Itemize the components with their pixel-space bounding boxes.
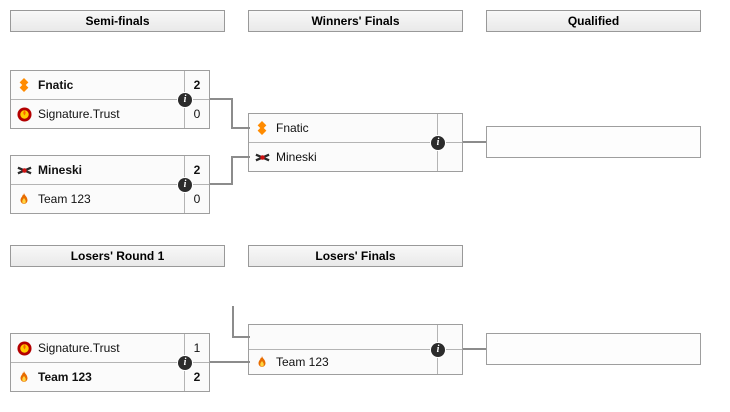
signature-trust-logo-icon [11,106,37,122]
team-name: Fnatic [276,121,309,135]
connector-line [231,127,250,129]
team-name: Mineski [38,163,83,177]
connector-line [210,361,250,363]
team-name: Team 123 [38,370,92,384]
team-score [437,114,462,142]
qualified-slot-losers [486,333,701,365]
header-losers-finals: Losers' Finals [248,245,463,267]
team-score: 2 [184,156,209,184]
connector-line [232,306,234,338]
team-row-team-123[interactable]: Team 123 [249,350,462,374]
match-info-icon[interactable]: i [178,177,192,192]
connector-line [463,348,486,350]
match-winners-finals: Fnatic Mineski i [248,113,463,172]
connector-line [210,98,233,100]
team-score [437,143,462,171]
match-losers-finals: Team 123 i [248,324,463,375]
team-row-team-123[interactable]: Team 123 0 [11,185,209,213]
connector-line [232,336,250,338]
team-score: 0 [184,100,209,128]
connector-line [231,156,233,185]
signature-trust-logo-icon [11,340,37,356]
team-name: Team 123 [276,355,329,369]
header-losers-round-1: Losers' Round 1 [10,245,225,267]
match-semifinal-1: Fnatic 2 Signature.Trust 0 i [10,70,210,129]
mineski-logo-icon [249,150,275,165]
team-score: 2 [184,71,209,99]
team-123-logo-icon [11,370,37,385]
team-name: Mineski [276,150,317,164]
qualified-slot-winners [486,126,701,158]
team-name: Team 123 [38,192,91,206]
team-row-mineski[interactable]: Mineski [249,143,462,171]
team-row-mineski[interactable]: Mineski 2 [11,156,209,185]
connector-line [231,98,233,129]
team-row-fnatic[interactable]: Fnatic 2 [11,71,209,100]
fnatic-logo-icon [11,78,37,92]
team-score: 2 [184,363,209,391]
team-123-logo-icon [249,355,275,370]
team-123-logo-icon [11,192,37,207]
team-row-signature-trust[interactable]: Signature.Trust 0 [11,100,209,128]
team-name: Signature.Trust [38,107,120,121]
connector-line [231,156,250,158]
connector-line [463,141,486,143]
match-info-icon[interactable]: i [178,355,192,370]
match-semifinal-2: Mineski 2 Team 123 0 i [10,155,210,214]
header-winners-finals: Winners' Finals [248,10,463,32]
match-info-icon[interactable]: i [178,92,192,107]
team-row-signature-trust[interactable]: Signature.Trust 1 [11,334,209,363]
match-info-icon[interactable]: i [431,135,445,150]
team-row-tbd [249,325,462,350]
match-info-icon[interactable]: i [431,342,445,357]
fnatic-logo-icon [249,121,275,135]
team-score: 0 [184,185,209,213]
connector-line [210,183,233,185]
team-score [437,350,462,374]
team-name: Fnatic [38,78,74,92]
team-name: Signature.Trust [38,341,120,355]
team-row-fnatic[interactable]: Fnatic [249,114,462,143]
mineski-logo-icon [11,163,37,178]
team-score [437,325,462,349]
header-qualified: Qualified [486,10,701,32]
header-semifinals: Semi-finals [10,10,225,32]
match-losers-round-1: Signature.Trust 1 Team 123 2 i [10,333,210,392]
team-score: 1 [184,334,209,362]
team-row-team-123[interactable]: Team 123 2 [11,363,209,391]
